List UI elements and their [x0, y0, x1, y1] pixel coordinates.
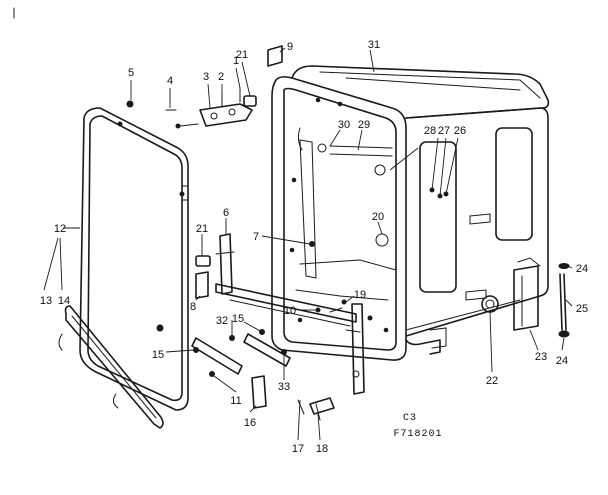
side-bracket	[513, 257, 541, 331]
bottom-hinge-assembly	[156, 283, 373, 421]
callout-7-label: 7	[253, 231, 259, 243]
callout-labels: 3 2 1 4 5 21 9 31 30 29 28 27 26 20 7 6 …	[40, 39, 588, 455]
door-frame	[79, 107, 189, 411]
callout-18-label: 18	[316, 443, 328, 455]
callout-2-label: 2	[218, 71, 224, 83]
grommet	[481, 295, 499, 313]
callout-12-label: 12	[54, 223, 66, 235]
callout-13-label: 13	[40, 295, 52, 307]
callout-27-label: 27	[438, 125, 450, 137]
callout-23-label: 23	[535, 351, 547, 363]
callout-30-label: 30	[338, 119, 350, 131]
figure-id: F718201	[393, 429, 442, 440]
hinge-bracket-top	[126, 87, 257, 129]
callout-19-label: 19	[354, 289, 366, 301]
callout-20-label: 20	[372, 211, 384, 223]
fastener-7	[309, 241, 315, 247]
callout-10-label: 10	[284, 305, 296, 317]
callout-5-label: 5	[128, 67, 134, 79]
callout-16-label: 16	[244, 417, 256, 429]
tub	[271, 65, 550, 361]
callout-29-label: 29	[358, 119, 370, 131]
callout-24b-label: 24	[556, 355, 568, 367]
callout-17-label: 17	[292, 443, 304, 455]
callout-26-label: 26	[454, 125, 466, 137]
door-seal	[58, 305, 164, 429]
callout-15a-label: 15	[152, 349, 164, 361]
callout-21b-label: 21	[196, 223, 208, 235]
latch-block	[267, 45, 283, 67]
callout-15b-label: 15	[232, 313, 244, 325]
figure-code: C3	[403, 413, 417, 424]
callout-25-label: 25	[576, 303, 588, 315]
callout-8-label: 8	[190, 301, 196, 313]
callout-9-label: 9	[287, 41, 293, 53]
callout-28-label: 28	[424, 125, 436, 137]
leader-lines	[43, 47, 573, 441]
callout-32-label: 32	[216, 315, 228, 327]
hinge-arm-left	[195, 233, 235, 299]
callout-31-label: 31	[368, 39, 380, 51]
callout-24a-label: 24	[576, 263, 588, 275]
callout-1-label: 3	[203, 71, 209, 83]
callout-22-label: 22	[486, 375, 498, 387]
callout-1-hinge-label: 1	[233, 55, 239, 67]
callout-33-label: 33	[278, 381, 290, 393]
callout-11-label: 11	[230, 395, 241, 407]
callout-14-label: 14	[58, 295, 70, 307]
rod-assembly	[558, 263, 570, 338]
callout-21a-label: 21	[236, 49, 248, 61]
callout-4-label: 4	[167, 75, 173, 87]
callout-6-label: 6	[223, 207, 229, 219]
